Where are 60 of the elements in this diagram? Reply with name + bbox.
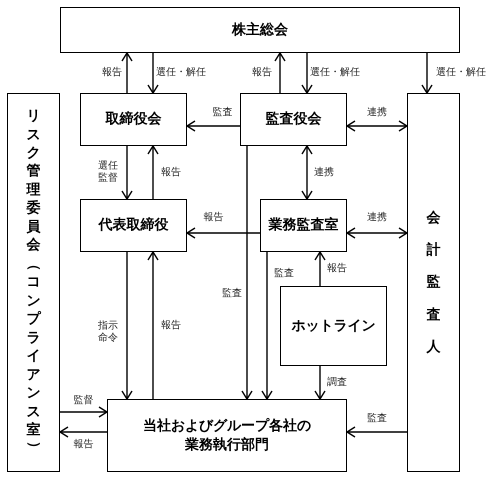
- arrow: [346, 227, 408, 239]
- edge-label: 選任監督: [96, 160, 120, 185]
- audit-office-box: [260, 199, 347, 252]
- arrow: [121, 146, 133, 200]
- edge-label: 指示命令: [96, 320, 120, 345]
- arrow: [241, 146, 253, 400]
- arrow: [261, 252, 273, 400]
- arrow: [147, 251, 159, 399]
- edge-label: 報告: [160, 166, 182, 179]
- edge-label: 報告: [160, 319, 182, 332]
- edge-label: 選任・解任: [155, 66, 207, 80]
- arrow: [60, 406, 108, 418]
- arrow: [186, 120, 240, 132]
- arrow: [301, 145, 313, 200]
- edge-label: 連携: [366, 212, 388, 224]
- node-label: 代表取締役: [98, 216, 168, 235]
- edge-label: 監査: [273, 267, 295, 280]
- node-label: 当社およびグループ各社の業務執行部門: [142, 416, 312, 454]
- committee-box: [7, 93, 60, 472]
- arrow: [274, 52, 286, 93]
- arrow: [186, 227, 260, 239]
- arrow: [301, 53, 313, 94]
- arrow: [59, 426, 107, 438]
- edge-label: 報告: [251, 66, 273, 80]
- edge-label: 連携: [366, 106, 388, 120]
- board-box: [80, 93, 187, 146]
- edge-label: 報告: [326, 262, 348, 276]
- arrow: [346, 120, 408, 132]
- arrow: [147, 53, 159, 94]
- arrow: [314, 366, 326, 400]
- meeting-box: [60, 7, 460, 53]
- arrow: [121, 252, 133, 400]
- node-label: 取締役会: [106, 110, 162, 129]
- edge-label: 調査: [326, 376, 348, 389]
- node-label: 監査役会: [266, 110, 322, 129]
- edge-label: 監査: [212, 106, 234, 120]
- division-box: [107, 399, 347, 472]
- node-label: リスク管理委員会（コンプライアンス室）: [26, 107, 40, 458]
- arrow: [346, 426, 407, 438]
- node-label: ホットライン: [292, 316, 376, 336]
- edge-label: 監督: [72, 394, 94, 408]
- arrow: [421, 53, 433, 94]
- node-label: 会計監査人: [426, 209, 440, 357]
- edge-label: 監査: [221, 287, 243, 300]
- hotline-box: [280, 286, 387, 366]
- edge-label: 報告: [101, 66, 123, 80]
- arrow: [314, 251, 326, 286]
- arrow: [147, 145, 159, 199]
- edge-label: 連携: [313, 166, 335, 179]
- auditor-board-box: [240, 93, 347, 146]
- edge-label: 選任・解任: [435, 66, 487, 80]
- arrow: [121, 52, 133, 93]
- node-label: 業務監査室: [268, 216, 338, 235]
- edge-label: 報告: [72, 438, 94, 452]
- edge-label: 選任・解任: [309, 66, 361, 80]
- auditor-box: [407, 93, 460, 472]
- edge-label: 報告: [202, 212, 224, 224]
- node-label: 株主総会: [232, 20, 288, 40]
- edge-label: 監査: [366, 412, 388, 426]
- executive-box: [80, 199, 187, 252]
